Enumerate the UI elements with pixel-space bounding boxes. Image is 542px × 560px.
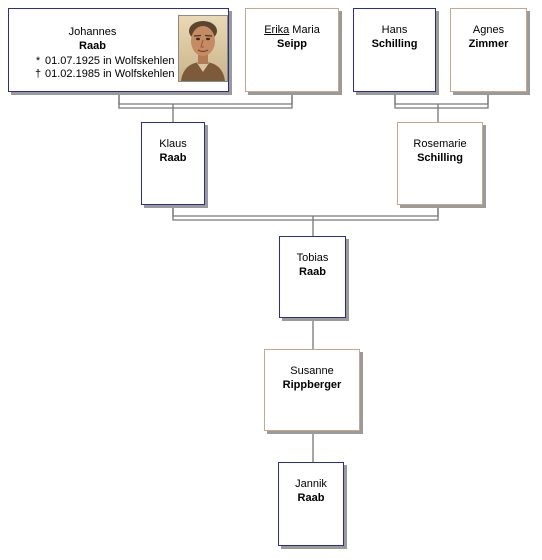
person-box-klaus-raab[interactable]: Klaus Raab — [141, 122, 205, 205]
birth-symbol: * — [35, 55, 41, 67]
person-surname: Raab — [299, 266, 326, 278]
person-surname: Seipp — [277, 38, 307, 50]
person-middle-name: Maria — [289, 24, 320, 36]
person-box-agnes-zimmer[interactable]: Agnes Zimmer — [450, 8, 527, 92]
person-surname: Zimmer — [468, 38, 509, 50]
person-box-susanne-rippberger[interactable]: Susanne Rippberger — [264, 349, 360, 431]
person-given-name: Rosemarie — [413, 138, 467, 150]
portrait-photo[interactable] — [178, 15, 228, 82]
person-given-name: Erika Maria — [246, 23, 338, 37]
person-box-tobias-raab[interactable]: Tobias Raab — [279, 236, 346, 318]
person-given-name: Jannik — [295, 478, 327, 490]
person-box-hans-schilling[interactable]: Hans Schilling — [353, 8, 436, 92]
person-surname: Raab — [159, 152, 187, 164]
person-box-erika-seipp[interactable]: Erika Maria Seipp — [245, 8, 339, 92]
person-given-name: Susanne — [290, 365, 334, 377]
death-symbol: † — [34, 68, 42, 80]
person-given-name: Klaus — [159, 138, 187, 150]
birth-event: * 01.07.1925 in Wolfskehlen — [31, 55, 175, 68]
person-surname: Schilling — [371, 38, 418, 50]
person-box-johannes-raab[interactable]: Johannes Raab * 01.07.1925 in Wolfskehlen… — [8, 8, 229, 92]
person-surname: Raab — [297, 492, 325, 504]
person-given-name: Agnes — [472, 24, 505, 36]
person-surname: Schilling — [417, 152, 463, 164]
death-text: 01.02.1985 in Wolfskehlen — [45, 68, 175, 80]
death-event: †01.02.1985 in Wolfskehlen — [31, 68, 175, 81]
person-surname: Raab — [79, 40, 106, 52]
person-given-name: Tobias — [296, 252, 329, 264]
person-box-jannik-raab[interactable]: Jannik Raab — [278, 462, 344, 546]
person-call-name: Erika — [264, 24, 290, 36]
birth-text: 01.07.1925 in Wolfskehlen — [45, 55, 175, 67]
person-box-rosemarie-schilling[interactable]: Rosemarie Schilling — [397, 122, 483, 205]
person-surname: Rippberger — [282, 379, 342, 391]
person-given-name: Johannes — [68, 26, 117, 38]
life-events: * 01.07.1925 in Wolfskehlen †01.02.1985 i… — [31, 55, 175, 81]
person-given-name: Hans — [381, 24, 408, 36]
